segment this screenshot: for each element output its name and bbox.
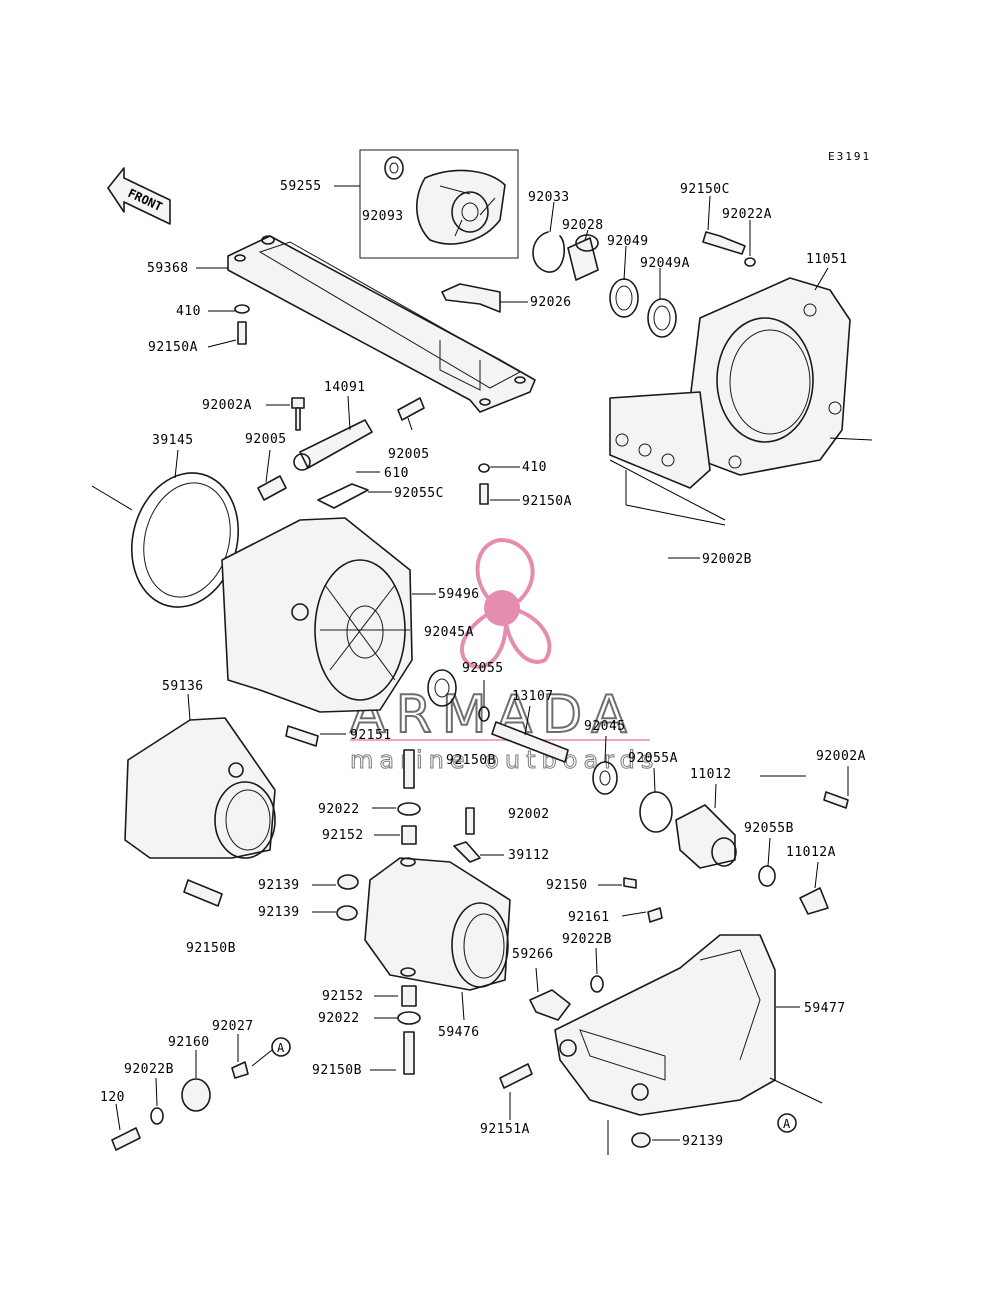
label-14091: 14091 bbox=[324, 380, 366, 395]
label-92139-b: 92139 bbox=[258, 905, 300, 920]
label-39112: 39112 bbox=[508, 848, 550, 863]
label-11051: 11051 bbox=[806, 252, 848, 267]
label-92002a-right: 92002A bbox=[816, 749, 866, 764]
pump-cover-plate bbox=[227, 235, 536, 413]
label-92026: 92026 bbox=[530, 295, 572, 310]
label-92160: 92160 bbox=[168, 1035, 210, 1050]
label-92055c: 92055C bbox=[394, 486, 444, 501]
label-92093: 92093 bbox=[362, 209, 404, 224]
nozzle-59136 bbox=[124, 717, 276, 907]
label-92152-up: 92152 bbox=[322, 828, 364, 843]
leader-lines bbox=[91, 185, 873, 1155]
label-92150: 92150 bbox=[546, 878, 588, 893]
bushing-92139-lower bbox=[631, 1132, 651, 1148]
part-labels: 59255 92093 92033 92028 92049 92049A 921… bbox=[100, 179, 866, 1149]
label-120: 120 bbox=[100, 1090, 125, 1105]
bolt-92150c bbox=[702, 231, 756, 267]
label-92005-left: 92005 bbox=[245, 432, 287, 447]
impeller-assembly bbox=[359, 149, 519, 259]
center-stack-upper bbox=[397, 749, 481, 863]
bolt-92151a bbox=[499, 1063, 533, 1089]
label-410-top: 410 bbox=[176, 304, 201, 319]
label-92022-low: 92022 bbox=[318, 1011, 360, 1026]
label-92150b-mid: 92150B bbox=[446, 753, 496, 768]
label-92139-c: 92139 bbox=[682, 1134, 724, 1149]
spacer-92026 bbox=[441, 283, 501, 313]
label-59255: 59255 bbox=[280, 179, 322, 194]
brand-tagline: marine outboards bbox=[350, 746, 659, 774]
steering-nozzle-59476 bbox=[364, 857, 511, 991]
label-92151: 92151 bbox=[350, 728, 392, 743]
label-59368: 59368 bbox=[147, 261, 189, 276]
brand-name: ARMADA bbox=[350, 685, 637, 745]
label-39145: 39145 bbox=[152, 433, 194, 448]
label-59266: 59266 bbox=[512, 947, 554, 962]
label-92002a-left: 92002A bbox=[202, 398, 252, 413]
label-59136: 59136 bbox=[162, 679, 204, 694]
label-92028: 92028 bbox=[562, 218, 604, 233]
label-92005-right: 92005 bbox=[388, 447, 430, 462]
label-92150b-low: 92150B bbox=[312, 1063, 362, 1078]
label-59476: 59476 bbox=[438, 1025, 480, 1040]
joint-59266 bbox=[529, 989, 571, 1021]
diagram-code: E3191 bbox=[828, 150, 871, 163]
label-92033: 92033 bbox=[528, 190, 570, 205]
label-92150a-left: 92150A bbox=[148, 340, 198, 355]
propeller-logo-icon bbox=[459, 537, 552, 669]
brand-watermark: ARMADA marine outboards bbox=[349, 537, 659, 775]
label-11012: 11012 bbox=[690, 767, 732, 782]
label-92151a: 92151A bbox=[480, 1122, 530, 1137]
label-92022b-left: 92022B bbox=[124, 1062, 174, 1077]
seals-group bbox=[532, 231, 677, 338]
label-92055b: 92055B bbox=[744, 821, 794, 836]
label-59496: 59496 bbox=[438, 587, 480, 602]
label-92045a: 92045A bbox=[424, 625, 474, 640]
bushings-left bbox=[336, 874, 359, 921]
label-92045: 92045 bbox=[584, 719, 626, 734]
label-11012a: 11012A bbox=[786, 845, 836, 860]
cap-11012 bbox=[623, 791, 849, 915]
label-610: 610 bbox=[384, 466, 409, 481]
label-92055: 92055 bbox=[462, 661, 504, 676]
label-92022-up: 92022 bbox=[318, 802, 360, 817]
label-92150a-mid: 92150A bbox=[522, 494, 572, 509]
label-92027: 92027 bbox=[212, 1019, 254, 1034]
label-92022a-top: 92022A bbox=[722, 207, 772, 222]
pump-housing bbox=[609, 277, 851, 489]
front-arrow-icon: FRONT bbox=[107, 167, 171, 225]
label-13107: 13107 bbox=[512, 689, 554, 704]
center-stack-lower bbox=[397, 985, 421, 1075]
label-92150c: 92150C bbox=[680, 182, 730, 197]
label-92150b-left: 92150B bbox=[186, 941, 236, 956]
reference-marker-a-right: A bbox=[777, 1113, 797, 1133]
fittings-left bbox=[234, 304, 490, 509]
label-92139-a: 92139 bbox=[258, 878, 300, 893]
reference-marker-a-left: A bbox=[271, 1037, 291, 1057]
label-92002b: 92002B bbox=[702, 552, 752, 567]
label-92049a: 92049A bbox=[640, 256, 690, 271]
bolt-92151 bbox=[285, 725, 319, 747]
label-92022b-right: 92022B bbox=[562, 932, 612, 947]
svg-text:A: A bbox=[277, 1041, 285, 1055]
label-92055a: 92055A bbox=[628, 751, 678, 766]
lower-left-parts bbox=[111, 1061, 249, 1151]
pump-body bbox=[221, 517, 413, 713]
label-59477: 59477 bbox=[804, 1001, 846, 1016]
label-410-mid: 410 bbox=[522, 460, 547, 475]
label-92049: 92049 bbox=[607, 234, 649, 249]
label-92002: 92002 bbox=[508, 807, 550, 822]
label-92152-low: 92152 bbox=[322, 989, 364, 1004]
svg-text:A: A bbox=[783, 1117, 791, 1131]
label-92161: 92161 bbox=[568, 910, 610, 925]
